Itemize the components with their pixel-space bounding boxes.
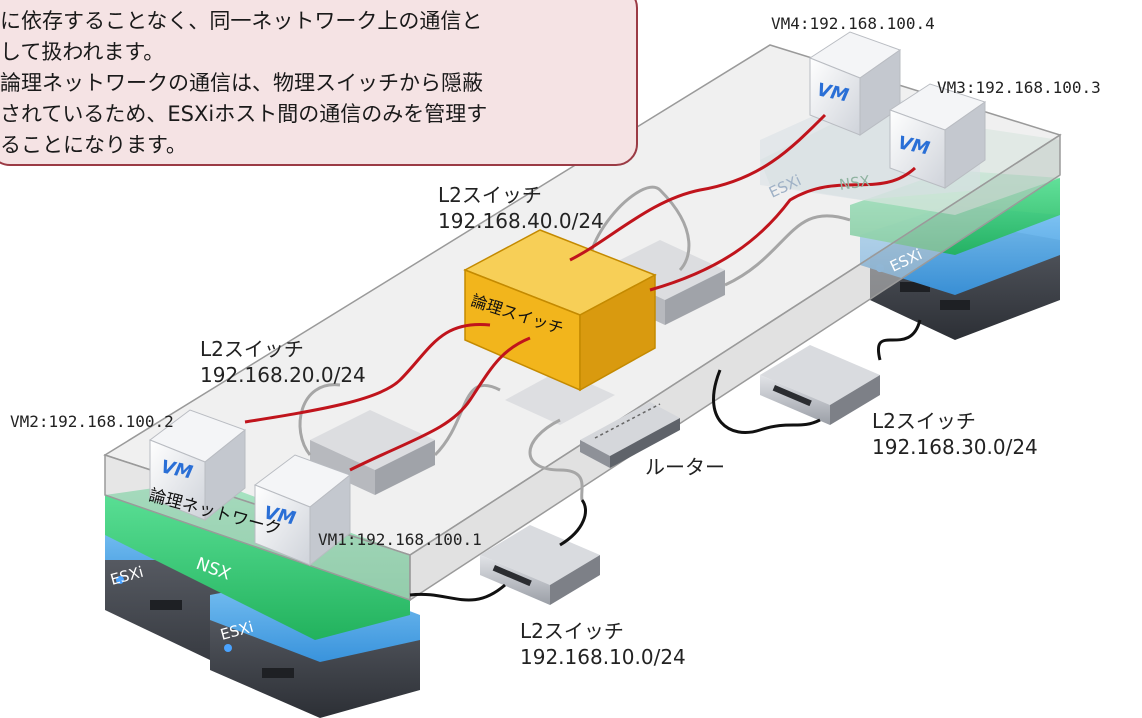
callout-line: されているため、ESXiホスト間の通信のみを管理す <box>0 102 488 126</box>
switch-40-title: L2スイッチ <box>438 183 542 207</box>
explanation-callout: に依存することなく、同一ネットワーク上の通信と して扱われます。 論理ネットワー… <box>0 0 638 166</box>
switch-30-title: L2スイッチ <box>872 409 976 433</box>
switch-30-network: 192.168.30.0/24 <box>872 435 1038 459</box>
vm1-cube <box>253 454 352 567</box>
nsx-label-right: NSX <box>838 172 871 194</box>
vm2-label: VM2:192.168.100.2 <box>10 412 174 431</box>
drive-bay-icon <box>150 600 182 610</box>
physical-l2-switch-30 <box>760 345 880 425</box>
drive-bay-icon <box>940 300 970 310</box>
link-vm2 <box>244 322 491 424</box>
logical-switch <box>463 229 657 392</box>
switch-40-label: L2スイッチ 192.168.40.0/24 <box>438 182 604 234</box>
cable <box>724 214 851 287</box>
callout-line: ることになります。 <box>0 133 187 157</box>
cable <box>876 319 922 361</box>
drive-bay-icon <box>900 282 930 292</box>
router <box>580 402 680 468</box>
switch-20-label: L2スイッチ 192.168.20.0/24 <box>200 336 366 388</box>
switch-10-network: 192.168.10.0/24 <box>520 645 686 669</box>
physical-cables-inside <box>298 185 851 501</box>
vm3-cube <box>888 83 987 189</box>
cable <box>298 383 341 456</box>
physical-l2-switch-10 <box>480 525 600 605</box>
vm3-label: VM3:192.168.100.3 <box>937 78 1101 97</box>
link-vm3 <box>649 166 917 292</box>
cable <box>433 383 501 457</box>
link-vm1 <box>349 336 531 472</box>
vm1-label: VM1:192.168.100.1 <box>318 530 482 549</box>
cable <box>712 369 821 434</box>
vm2-cube <box>148 409 247 522</box>
link-vm4 <box>569 113 827 262</box>
switch-10-title: L2スイッチ <box>520 619 624 643</box>
physical-cables-external <box>409 319 922 602</box>
switch-40-network: 192.168.40.0/24 <box>438 209 604 233</box>
callout-line: 論理ネットワークの通信は、物理スイッチから隠蔽 <box>0 71 483 95</box>
vm4-label: VM4:192.168.100.4 <box>771 14 935 33</box>
physical-l2-switch-20 <box>310 410 435 495</box>
switch-20-title: L2スイッチ <box>200 337 304 361</box>
logical-links <box>244 113 917 472</box>
callout-line: して扱われます。 <box>0 40 165 64</box>
power-led-icon <box>224 644 232 652</box>
drive-bay-icon <box>262 668 294 678</box>
switch-30-label: L2スイッチ 192.168.30.0/24 <box>872 408 1038 460</box>
cable <box>528 418 584 501</box>
power-led-icon <box>116 576 124 584</box>
switch-10-label: L2スイッチ 192.168.10.0/24 <box>520 618 686 670</box>
cable <box>559 499 587 547</box>
plane-edge-right <box>409 133 1061 602</box>
switch-20-network: 192.168.20.0/24 <box>200 363 366 387</box>
cable <box>409 583 506 602</box>
router-label: ルーター <box>645 455 725 479</box>
callout-line: に依存することなく、同一ネットワーク上の通信と <box>0 9 483 33</box>
